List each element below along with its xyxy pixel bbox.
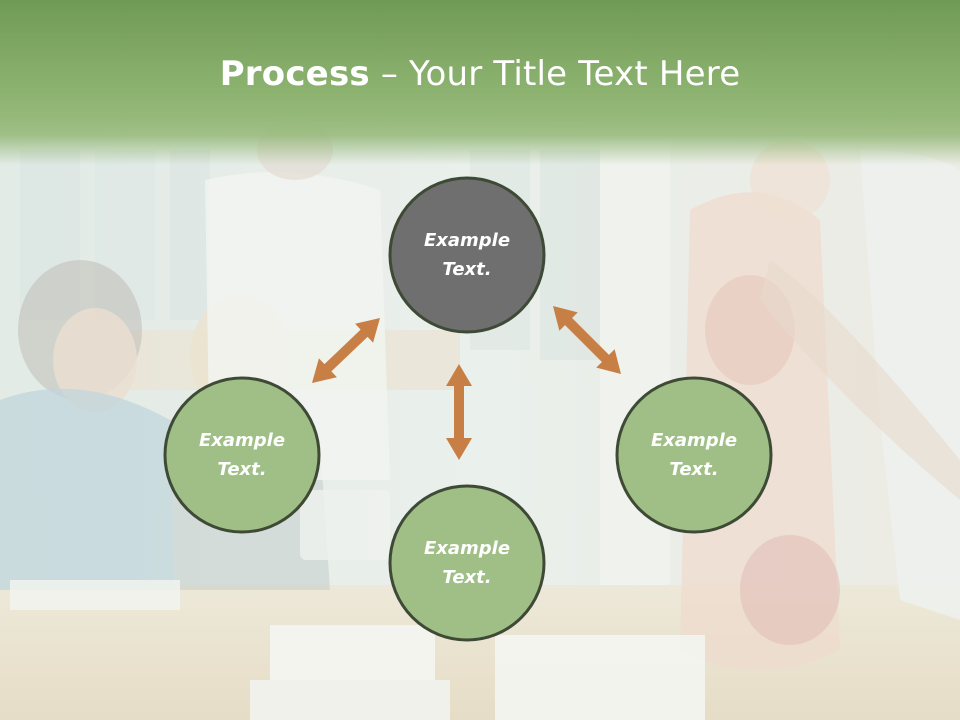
title-rest: – Your Title Text Here [369,54,741,94]
node-text-line1: Example [650,430,738,451]
process-node-right [615,376,773,534]
node-text-line1: Example [423,230,511,251]
node-text-line2: Text. [442,259,492,280]
node-text-line2: Text. [442,567,492,588]
process-node-bottom [388,484,546,642]
node-text-line2: Text. [669,459,719,480]
arrow-top-right [553,306,621,374]
title-bold: Process [219,54,370,94]
node-text-line1: Example [198,430,286,451]
slide-title: Process – Your Title Text Here [0,52,960,96]
node-text-line2: Text. [217,459,267,480]
arrows-group [312,306,621,460]
arrow-top-left [312,318,380,383]
arrow-vertical [446,364,472,460]
process-node-left [163,376,321,534]
node-text-line1: Example [423,538,511,559]
process-node-top [388,176,546,334]
nodes-group [163,176,773,642]
header-band [0,0,960,165]
